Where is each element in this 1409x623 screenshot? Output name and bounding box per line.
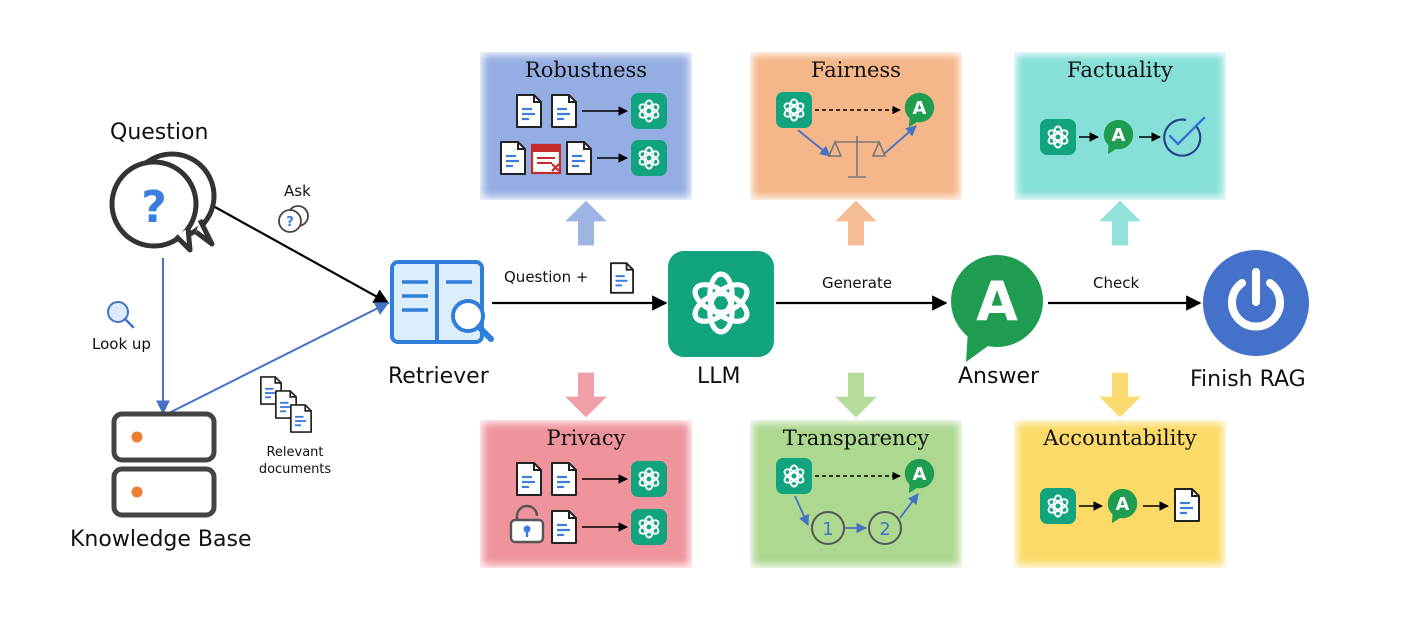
relevant-documents-label: Relevant documents: [258, 445, 332, 477]
generate-label: Generate: [822, 274, 893, 292]
ask-icon: ?: [278, 205, 309, 233]
answer-label: Answer: [958, 364, 1040, 389]
fairness-contents: [776, 92, 935, 178]
robustness-panel: Robustness: [480, 52, 692, 200]
transparency-panel: Transparency: [750, 420, 962, 568]
llm-label: LLM: [697, 364, 741, 389]
look-up-label: Look up: [92, 335, 151, 353]
relevant-docs-edge: [164, 302, 390, 416]
knowledge-base-label: Knowledge Base: [70, 527, 252, 552]
knowledge-base-icon: [111, 411, 217, 518]
question-plus-label: Question +: [504, 268, 589, 286]
relevant-documents-icon: [260, 376, 312, 433]
question-label: Question: [110, 120, 209, 145]
ask-edge: [214, 206, 390, 304]
factuality-title: Factuality: [1067, 58, 1173, 82]
fairness-panel: Fairness: [750, 52, 962, 200]
accountability-panel: Accountability: [1014, 420, 1226, 568]
finish-rag-label: Finish RAG: [1190, 367, 1306, 392]
privacy-panel: Privacy: [480, 420, 692, 568]
accountability-contents: [1040, 488, 1200, 524]
transparency-panel-bg: [750, 420, 962, 568]
question-bubble-icon: ?: [109, 151, 217, 253]
privacy-row2: [509, 504, 667, 545]
robustness-title: Robustness: [524, 58, 648, 82]
privacy-row1: [516, 461, 667, 497]
check-label: Check: [1093, 274, 1140, 292]
question-doc-icon: [610, 262, 634, 294]
answer-icon: A: [951, 255, 1043, 362]
llm-icon: [668, 251, 774, 357]
ask-label: Ask: [284, 182, 311, 200]
transparency-down-arrow: [835, 372, 877, 418]
factuality-contents: [1040, 116, 1206, 157]
transparency-contents: 1 2: [776, 458, 935, 545]
svg-text:?: ?: [286, 215, 294, 230]
robustness-up-arrow: [565, 200, 607, 246]
factuality-panel: Factuality: [1014, 52, 1226, 200]
accountability-down-arrow: [1099, 372, 1141, 418]
retriever-label: Retriever: [388, 364, 489, 389]
power-icon: [1203, 250, 1309, 356]
privacy-title: Privacy: [546, 426, 626, 450]
svg-text:A: A: [976, 270, 1018, 333]
step-two-label: 2: [879, 519, 890, 540]
accountability-title: Accountability: [1043, 426, 1197, 450]
fairness-up-arrow: [835, 200, 877, 246]
step-one-label: 1: [822, 519, 833, 540]
question-mark-glyph: ?: [141, 182, 167, 233]
retriever-icon: [390, 260, 494, 344]
privacy-down-arrow: [565, 372, 607, 418]
padlock-icon: [509, 504, 545, 544]
scales-icon: [827, 136, 887, 178]
corrupted-document-icon: [530, 143, 562, 175]
robustness-row2: [500, 140, 667, 176]
magnifier-icon: [107, 301, 135, 329]
fairness-title: Fairness: [811, 58, 901, 82]
check-circle-icon: [1163, 116, 1206, 157]
robustness-row1: [516, 93, 667, 129]
transparency-title: Transparency: [782, 426, 930, 450]
factuality-up-arrow: [1099, 200, 1141, 246]
